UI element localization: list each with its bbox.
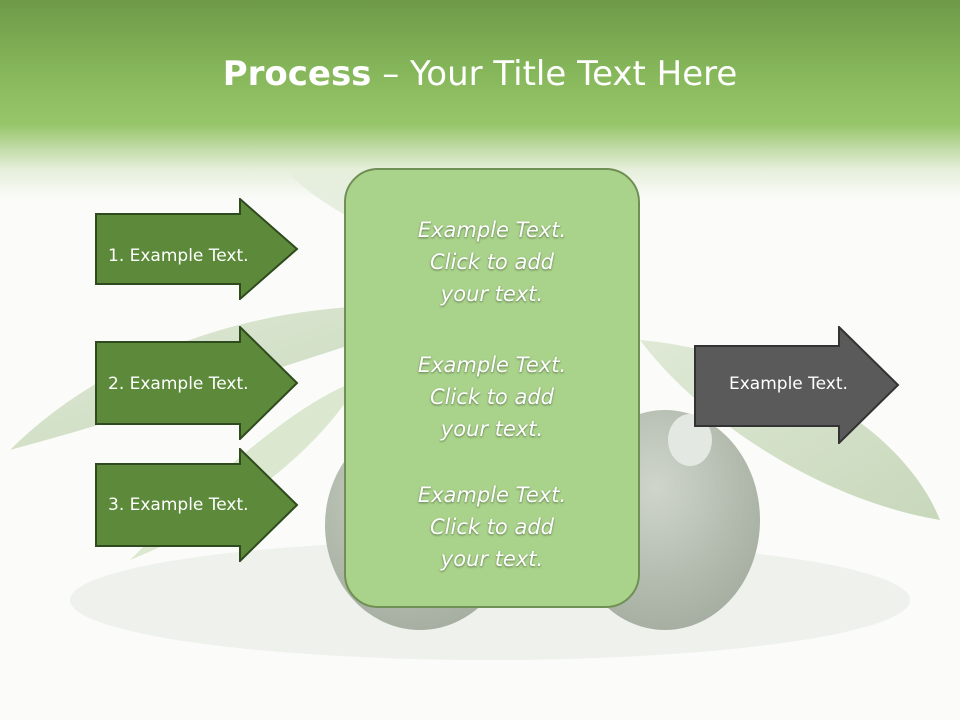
- result-arrow[interactable]: Example Text.: [694, 326, 900, 444]
- step-arrow-2[interactable]: 2. Example Text.: [95, 326, 299, 440]
- slide-title[interactable]: Process – Your Title Text Here: [0, 52, 960, 96]
- step-arrow-label: 1. Example Text.: [108, 246, 249, 266]
- arrow-shape-icon: [95, 448, 299, 562]
- center-text-item-1[interactable]: Example Text. Click to add your text.: [417, 218, 567, 306]
- header-band: [0, 0, 960, 200]
- result-arrow-label: Example Text.: [729, 374, 848, 394]
- center-text-item-3[interactable]: Example Text. Click to add your text.: [417, 483, 567, 571]
- title-bold: Process: [222, 54, 372, 94]
- step-arrow-1[interactable]: 1. Example Text.: [95, 198, 299, 300]
- step-arrow-label: 2. Example Text.: [108, 374, 249, 394]
- step-arrow-3[interactable]: 3. Example Text.: [95, 448, 299, 562]
- title-rest: – Your Title Text Here: [371, 54, 738, 94]
- step-arrow-label: 3. Example Text.: [108, 495, 249, 515]
- center-text-box[interactable]: Example Text. Click to add your text. Ex…: [344, 168, 640, 608]
- arrow-shape-icon: [95, 198, 299, 300]
- arrow-shape-icon: [694, 326, 900, 444]
- center-text-item-2[interactable]: Example Text. Click to add your text.: [417, 353, 567, 441]
- arrow-shape-icon: [95, 326, 299, 440]
